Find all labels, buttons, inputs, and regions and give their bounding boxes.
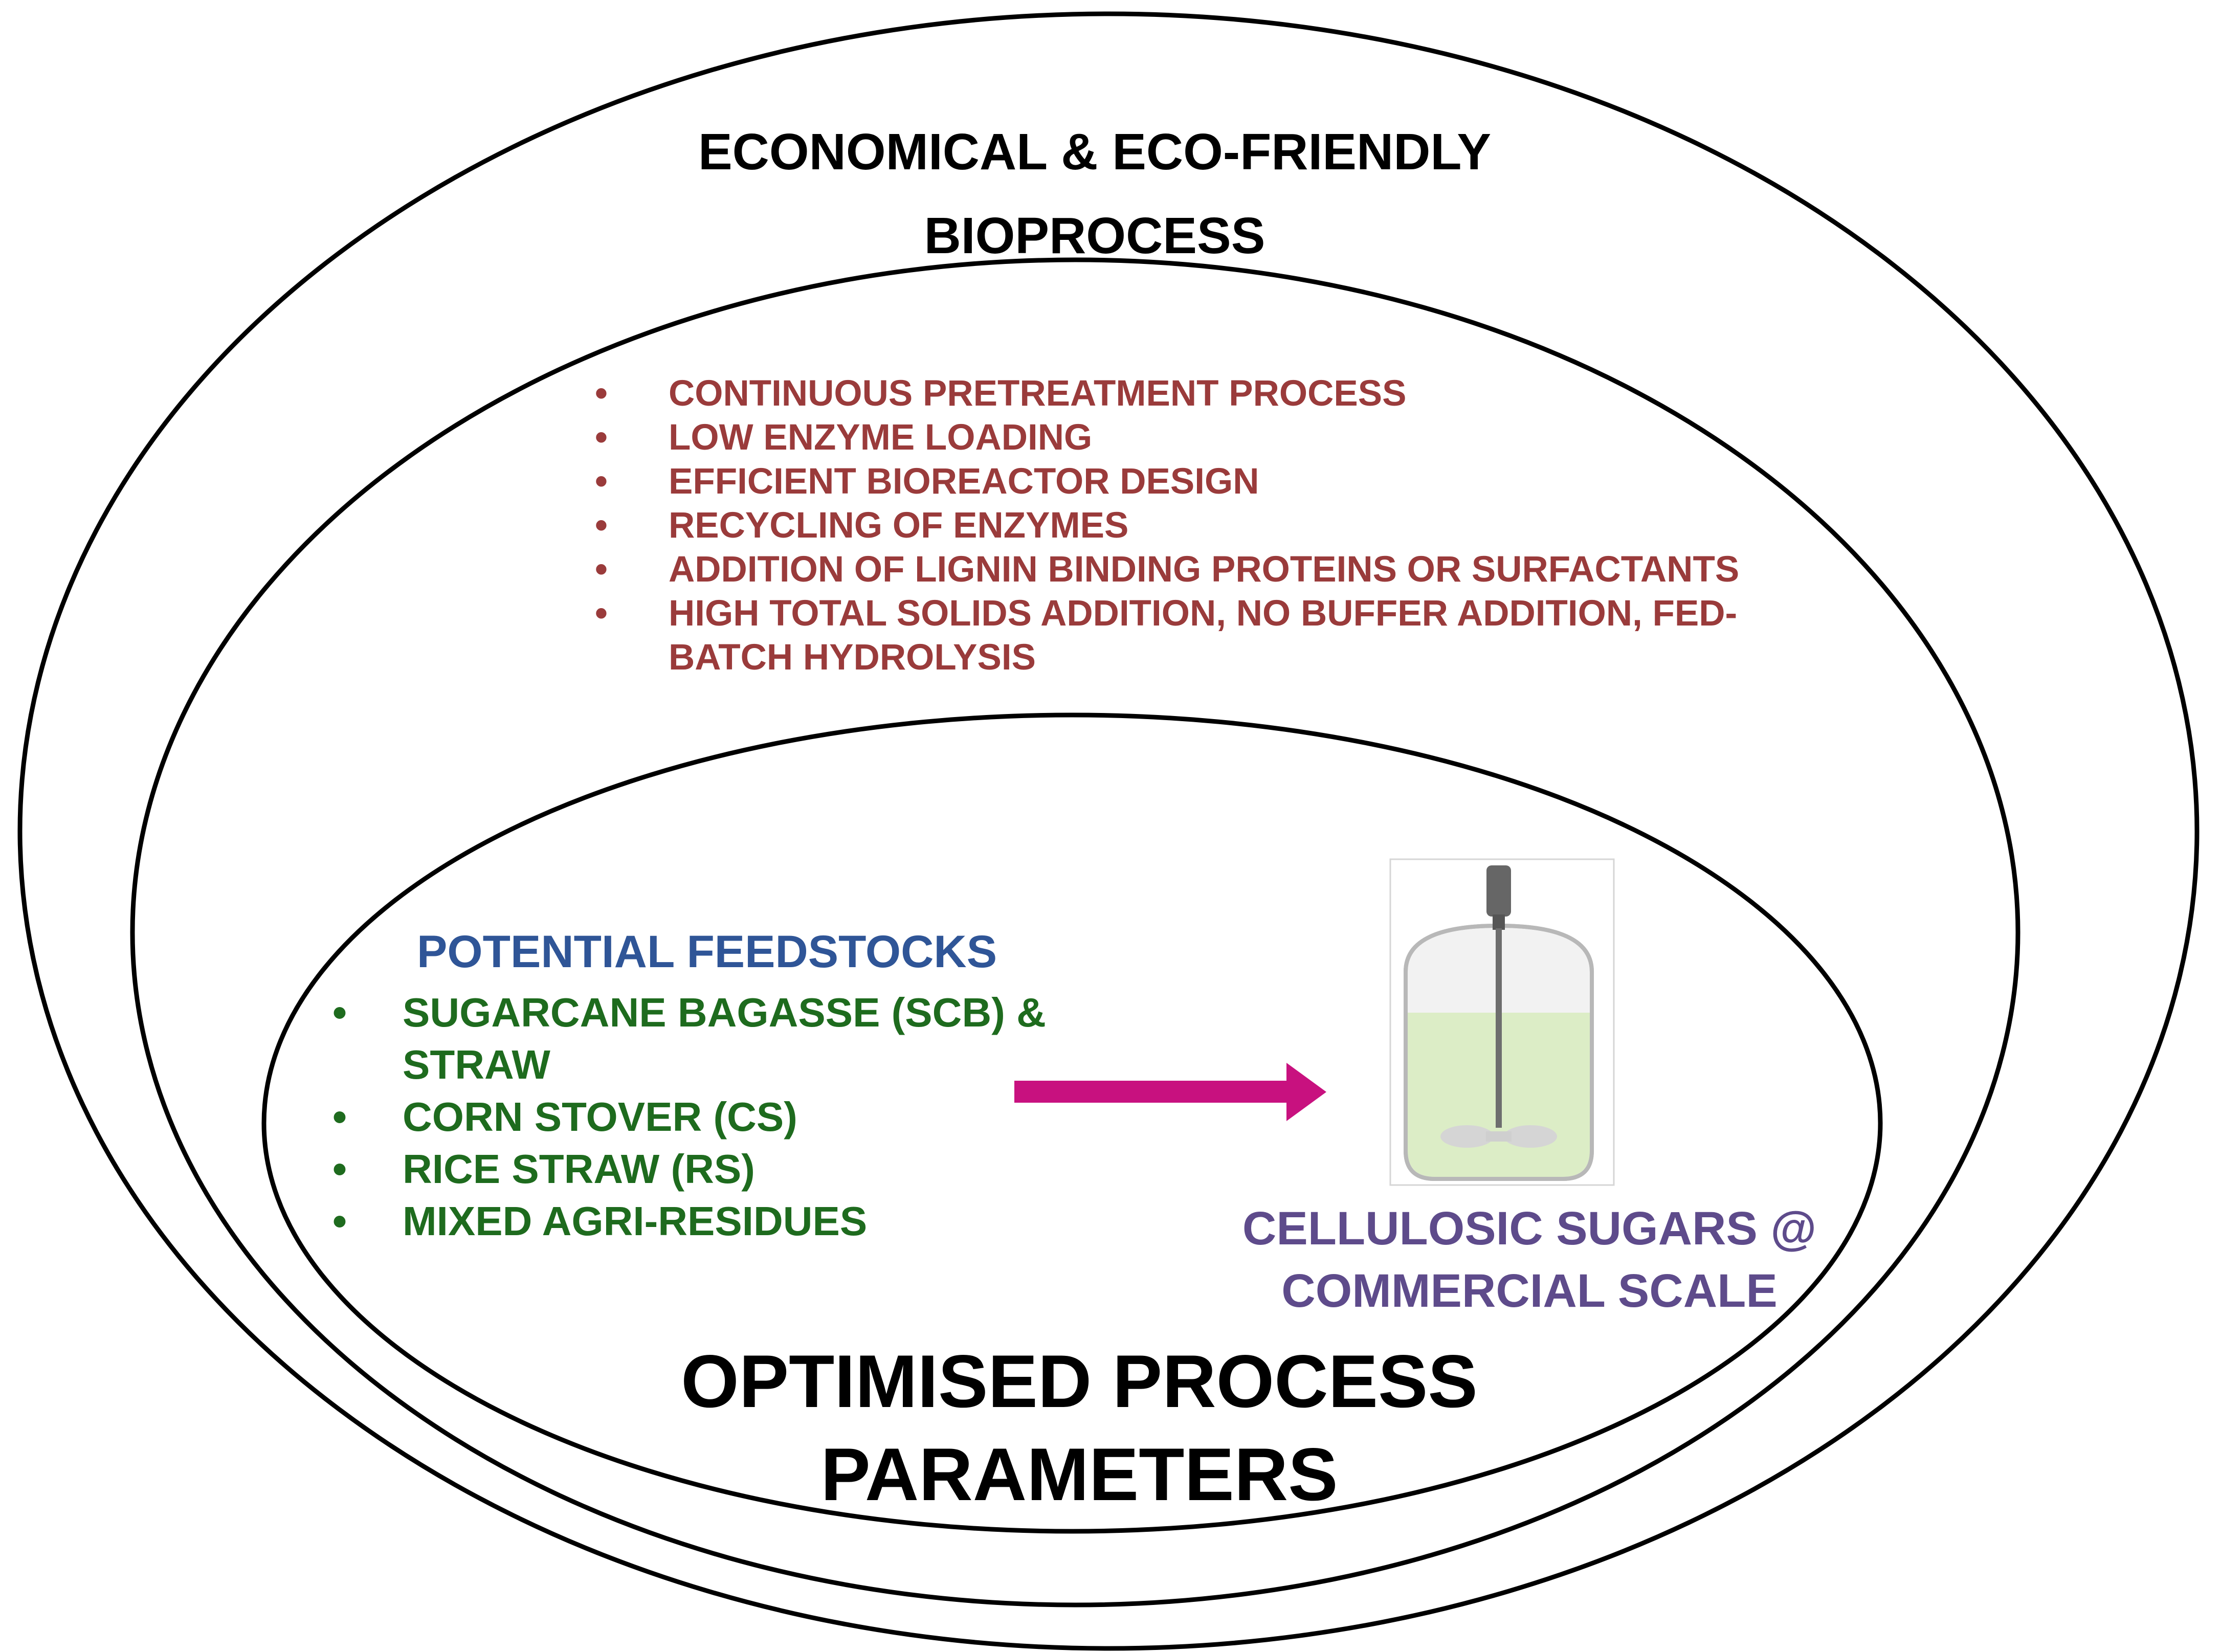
outer-ring-title: ECONOMICAL & ECO-FRIENDLY BIOPROCESS bbox=[583, 110, 1606, 278]
strategies-list: • CONTINUOUS PRETREATMENT PROCESS • LOW … bbox=[595, 372, 1829, 680]
strategy-item: • HIGH TOTAL SOLIDS ADDITION, NO BUFFER … bbox=[595, 592, 1829, 680]
strategy-item: • CONTINUOUS PRETREATMENT PROCESS bbox=[595, 372, 1829, 416]
feedstock-item: • RICE STRAW (RS) bbox=[332, 1143, 1151, 1195]
strategy-item: • ADDITION OF LIGNIN BINDING PROTEINS OR… bbox=[595, 548, 1829, 592]
product-label: CELLULOSIC SUGARS @ COMMERCIAL SCALE bbox=[1187, 1197, 1872, 1322]
bullet-icon: • bbox=[595, 593, 608, 634]
inner-ellipse bbox=[261, 712, 1883, 1534]
bullet-icon: • bbox=[332, 1146, 347, 1192]
feedstock-item: • CORN STOVER (CS) bbox=[332, 1091, 1151, 1143]
bullet-icon: • bbox=[332, 1094, 347, 1140]
right-arrow-icon bbox=[1014, 1063, 1326, 1121]
middle-ellipse bbox=[130, 257, 2020, 1608]
strategy-item: • LOW ENZYME LOADING bbox=[595, 416, 1829, 460]
outer-ellipse bbox=[17, 11, 2200, 1651]
bioreactor-icon bbox=[1389, 858, 1615, 1186]
outer-ring-title-line-1: ECONOMICAL & ECO-FRIENDLY bbox=[698, 123, 1492, 181]
bullet-icon: • bbox=[595, 461, 608, 502]
bullet-icon: • bbox=[595, 417, 608, 458]
strategy-item: • EFFICIENT BIOREACTOR DESIGN bbox=[595, 460, 1829, 504]
bullet-icon: • bbox=[595, 505, 608, 546]
feedstock-item: • SUGARCANE BAGASSE (SCB) & STRAW bbox=[332, 987, 1151, 1091]
feedstock-item: • MIXED AGRI-RESIDUES bbox=[332, 1195, 1151, 1247]
inner-ring-title-line-2: PARAMETERS bbox=[820, 1433, 1338, 1516]
product-label-line-1: CELLULOSIC SUGARS @ bbox=[1242, 1202, 1817, 1255]
product-label-line-2: COMMERCIAL SCALE bbox=[1281, 1265, 1778, 1317]
inner-ring-title-line-1: OPTIMISED PROCESS bbox=[681, 1340, 1478, 1423]
bullet-icon: • bbox=[332, 990, 347, 1035]
bullet-icon: • bbox=[595, 549, 608, 590]
bullet-icon: • bbox=[332, 1198, 347, 1244]
feedstocks-list: • SUGARCANE BAGASSE (SCB) & STRAW • CORN… bbox=[332, 987, 1151, 1247]
bullet-icon: • bbox=[595, 373, 608, 414]
strategy-item: • RECYCLING OF ENZYMES bbox=[595, 504, 1829, 548]
inner-ring-title: OPTIMISED PROCESS PARAMETERS bbox=[517, 1335, 1642, 1521]
feedstocks-title: POTENTIAL FEEDSTOCKS bbox=[417, 926, 997, 977]
outer-ring-title-line-2: BIOPROCESS bbox=[924, 207, 1265, 264]
